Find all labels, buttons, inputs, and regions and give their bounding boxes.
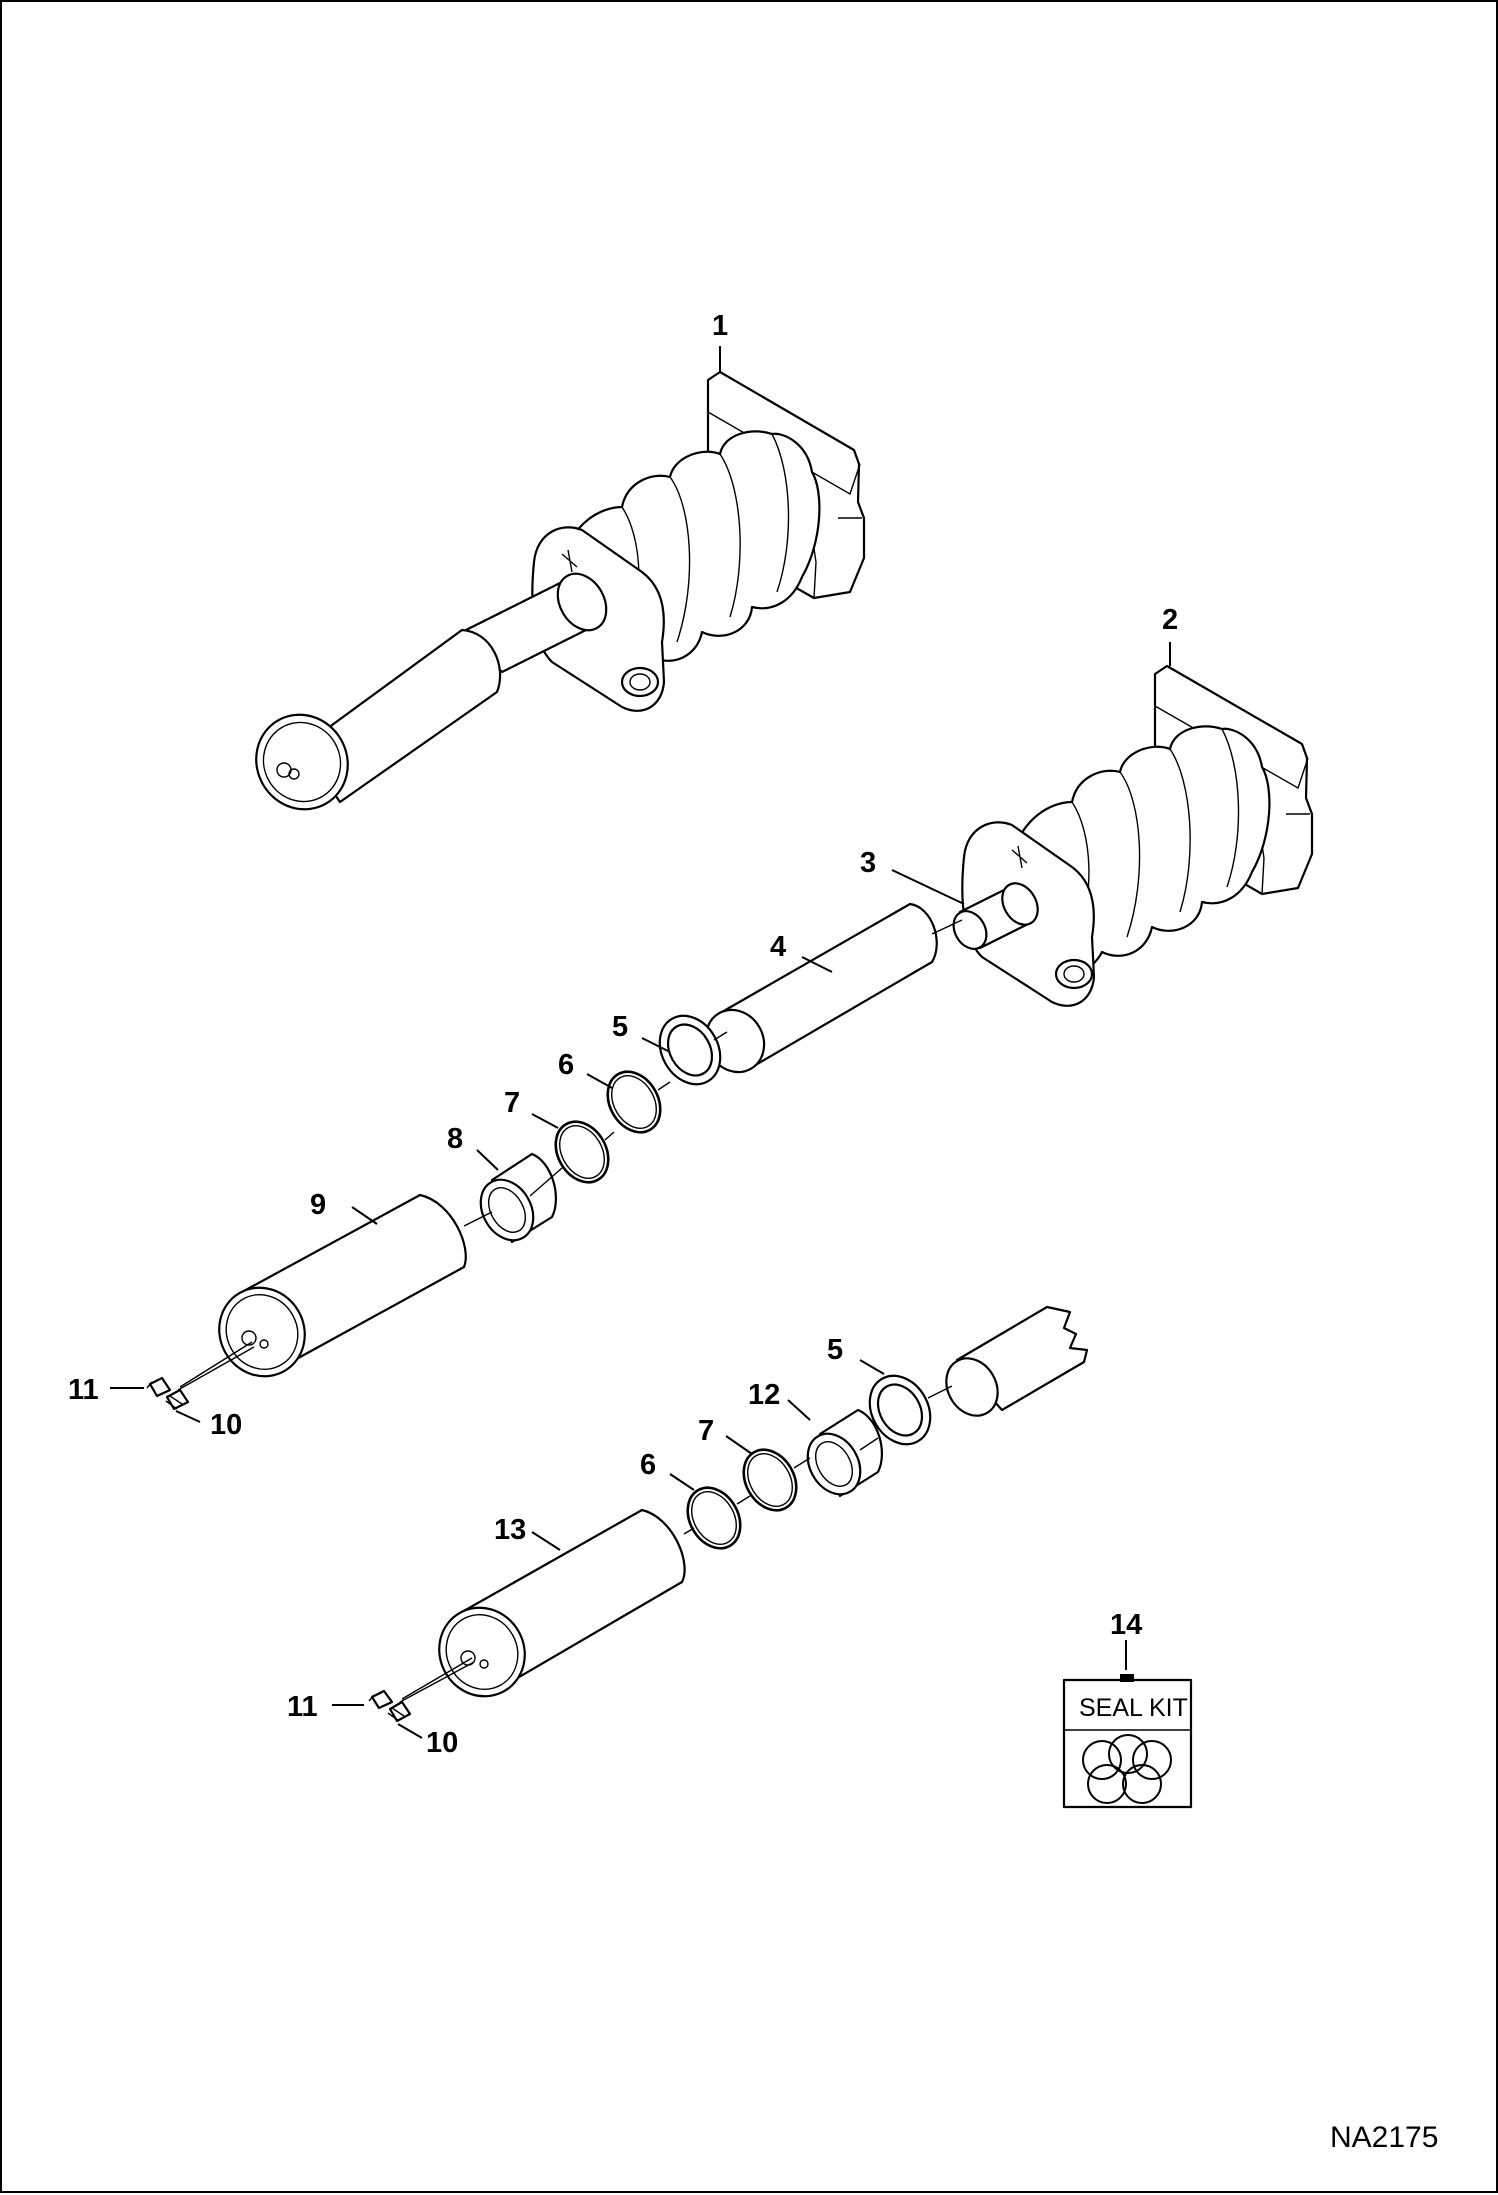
callout-5: 5 [612,1011,628,1043]
callout-4: 4 [770,931,786,963]
callout-6: 6 [558,1049,574,1081]
leader-lines [110,346,1171,1739]
part-5-wiper-seal [658,1014,722,1086]
callout-8: 8 [447,1123,463,1155]
part-1-track-adjuster-assembly [255,370,866,811]
callout-labels: 1 2 3 4 5 6 7 8 9 11 10 5 12 7 6 13 11 1… [68,310,1438,2154]
drawing-reference-number: NA2175 [1330,2121,1438,2154]
callout-10-lower: 10 [426,1727,458,1759]
part-5-wiper-seal-lower [868,1374,932,1446]
part-6-o-ring-lower [686,1486,742,1550]
callout-11: 11 [68,1374,99,1406]
callout-12: 12 [748,1379,780,1411]
callout-14: 14 [1110,1609,1142,1641]
part-9-cylinder [218,1193,467,1378]
part-4-rod-tube [704,902,938,1074]
part-11-check-valve [146,1376,172,1398]
hanger-tab [1120,1674,1134,1682]
callout-2: 2 [1162,604,1178,636]
callout-7: 7 [504,1087,520,1119]
part-3-rod-end [952,882,1039,950]
callout-6-lower: 6 [640,1449,656,1481]
part-14-seal-kit-package [1062,1674,1193,1809]
part-13-cylinder [438,1508,686,1698]
callout-3: 3 [860,847,876,879]
part-2-track-adjuster-assembly [961,664,1314,1007]
callout-10: 10 [210,1409,242,1441]
rod-tube-section [945,1305,1089,1417]
part-11-check-valve-lower [368,1689,394,1710]
part-10-grease-fitting [165,1388,190,1411]
callout-5-lower: 5 [827,1334,843,1366]
part-8-threaded-nut [479,1152,557,1244]
assembly-axis-lines [177,919,963,1703]
part-6-o-ring [606,1070,662,1134]
part-7-backup-ring [554,1120,610,1184]
part-12-gland-nut [806,1408,883,1498]
seal-kit-label: SEAL KIT [1079,1694,1188,1722]
callout-1: 1 [712,310,728,342]
part-10-grease-fitting-lower [387,1700,412,1723]
callout-11-lower: 11 [287,1691,318,1723]
callout-7-lower: 7 [698,1415,714,1447]
part-7-backup-ring-lower [742,1448,798,1512]
callout-9: 9 [310,1189,326,1221]
callout-13: 13 [494,1514,526,1546]
